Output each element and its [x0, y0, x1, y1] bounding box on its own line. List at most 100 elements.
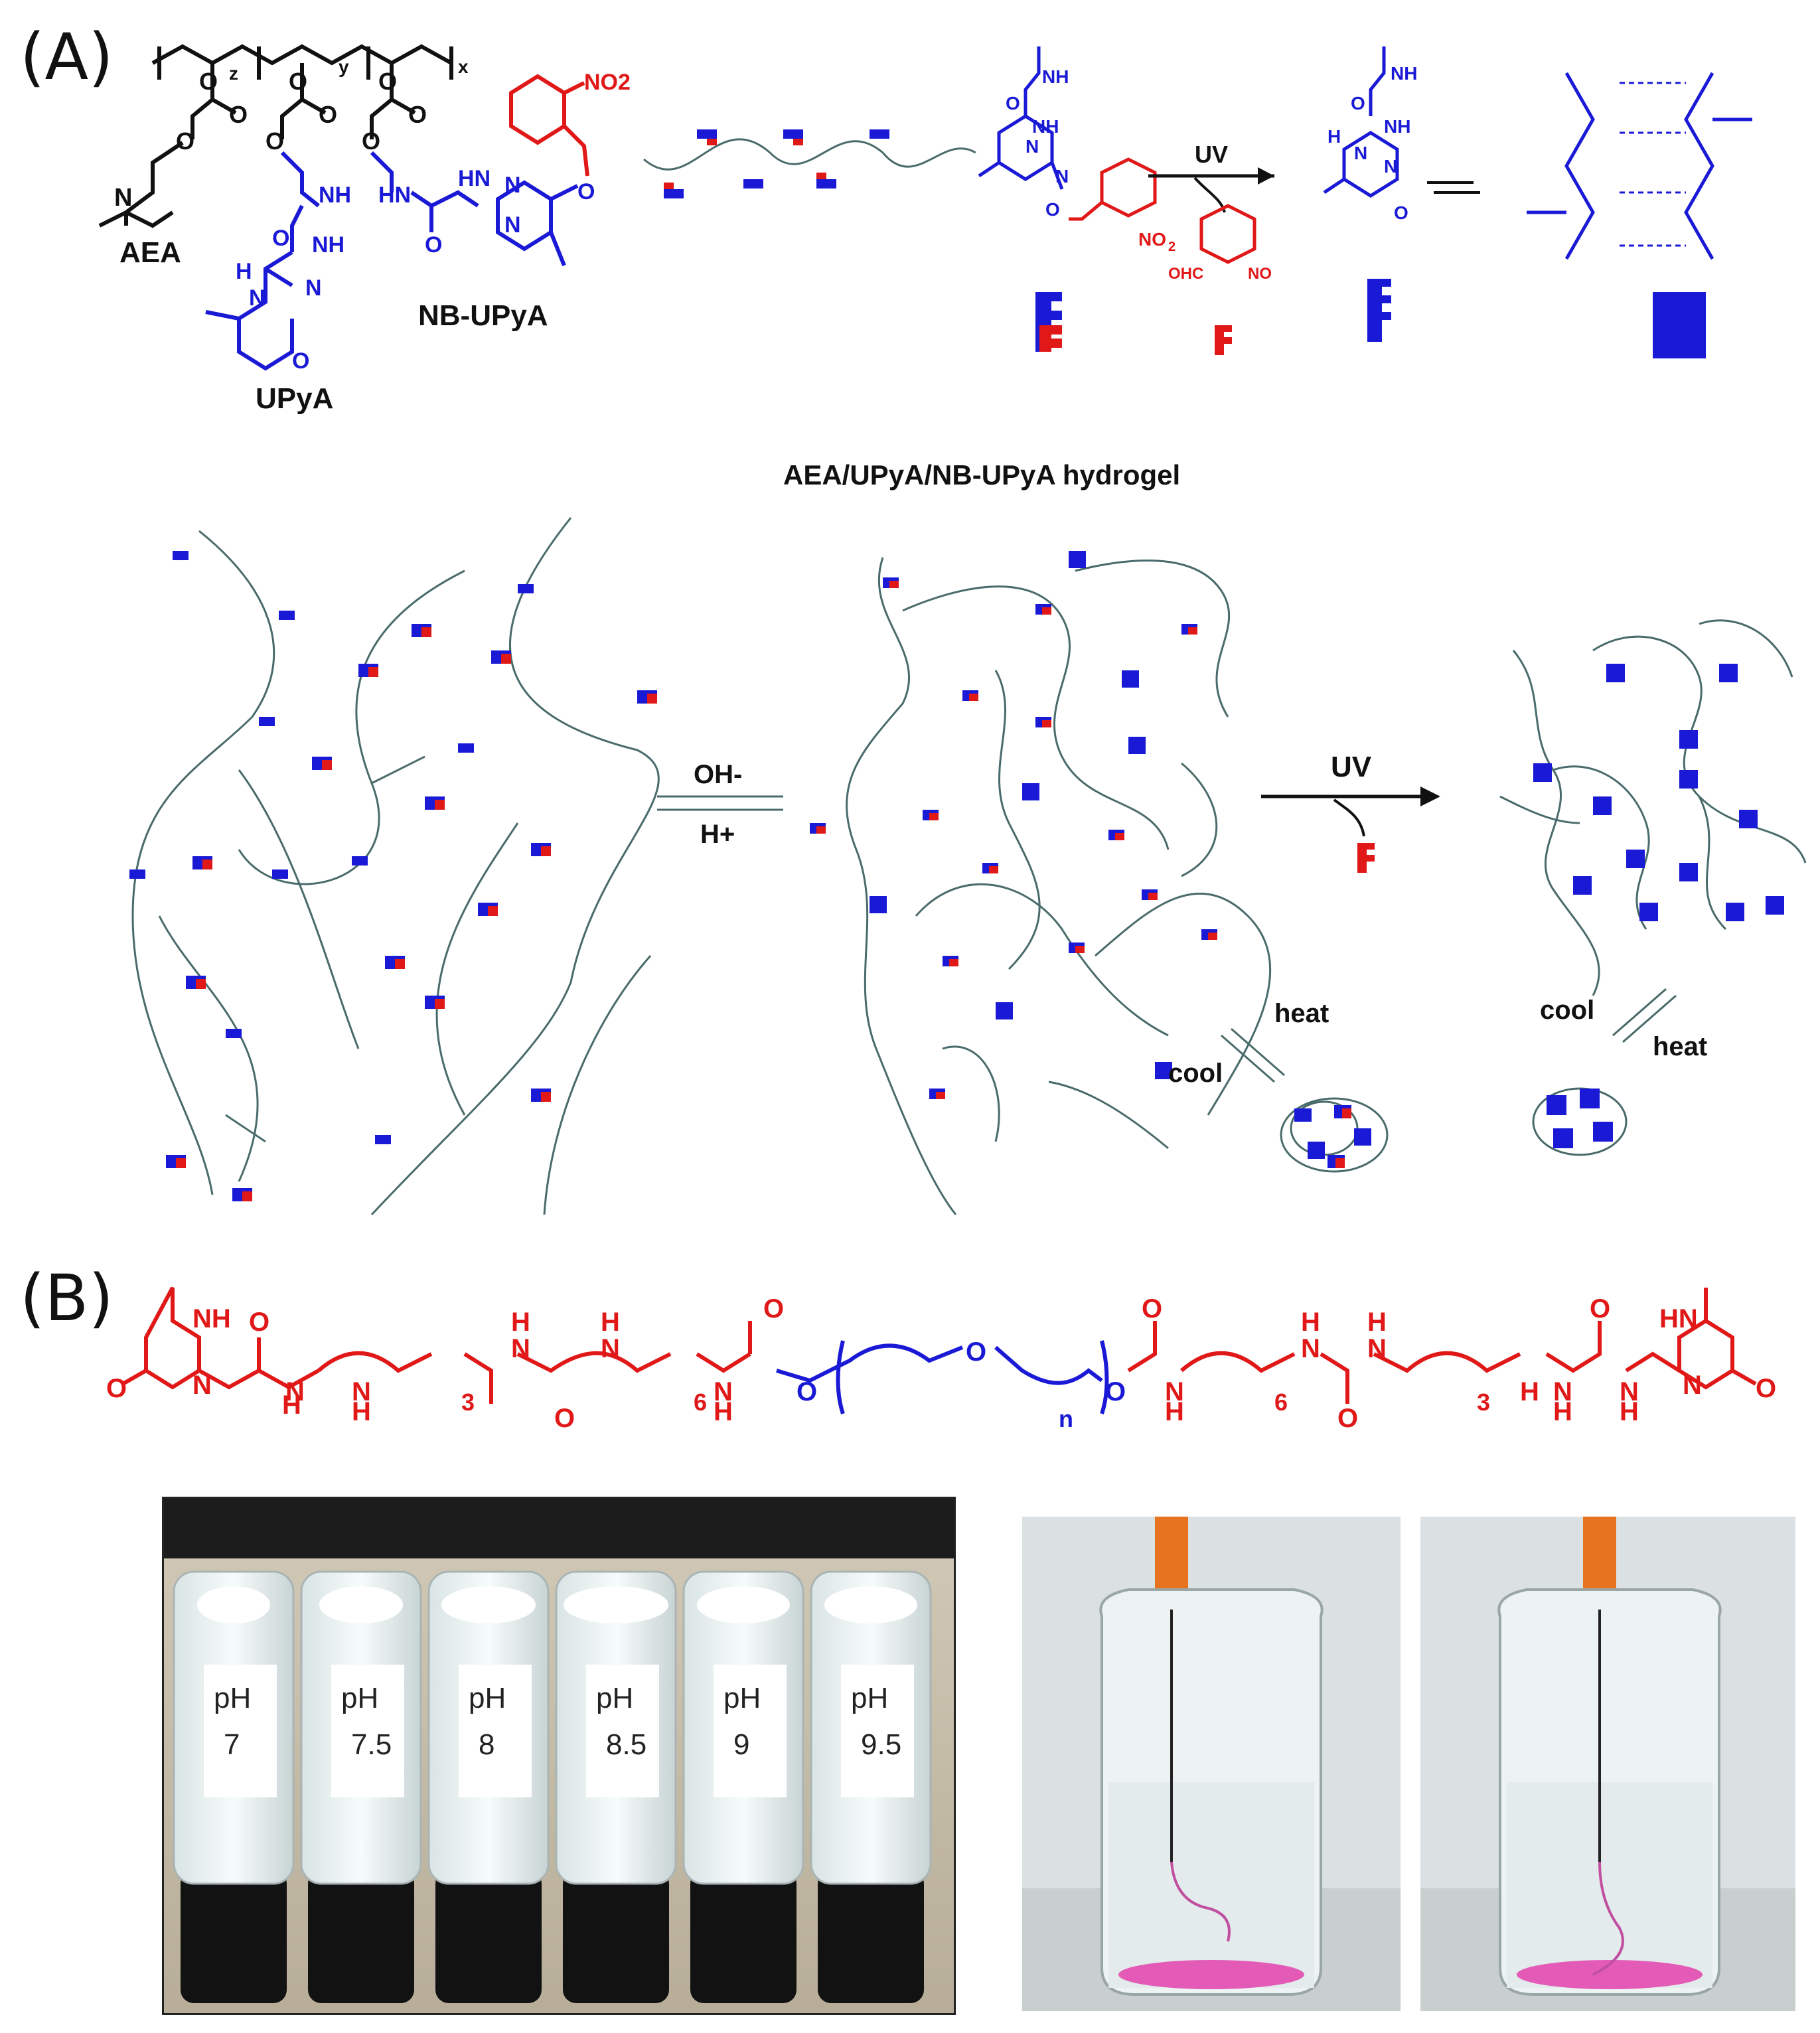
schematic-chain [643, 138, 976, 171]
vial-ph-text: pH [851, 1682, 888, 1714]
injection-right-illustration [1420, 1517, 1795, 2011]
vial-cap [563, 1870, 669, 2003]
vial-label [841, 1665, 914, 1797]
vial-label [331, 1665, 404, 1797]
svg-text:H: H [1620, 1397, 1639, 1426]
hydrogel-title: AEA/UPyA/NB-UPyA hydrogel [783, 459, 1180, 490]
svg-text:N: N [504, 212, 521, 238]
svg-text:O: O [1590, 1294, 1610, 1323]
vial-ph-text: pH [469, 1682, 506, 1714]
svg-text:O: O [408, 101, 427, 128]
svg-text:NH: NH [312, 232, 344, 258]
svg-text:H: H [352, 1397, 371, 1426]
repeat-6-a: 6 [694, 1389, 707, 1416]
repeat-3-a: 3 [461, 1389, 475, 1416]
vial-bubble [197, 1586, 270, 1623]
svg-text:O: O [966, 1337, 986, 1367]
network-loose [131, 517, 660, 1216]
svg-text:NH: NH [1384, 116, 1410, 137]
uv-label-top: UV [1195, 141, 1228, 168]
svg-text:O: O [796, 1377, 817, 1406]
svg-text:N: N [1025, 136, 1039, 157]
hydrogen-bonds [1620, 82, 1686, 247]
heat-label-2: heat [1653, 1032, 1707, 1061]
vial-ph-text: pH [341, 1682, 378, 1714]
polymer-backbone [98, 44, 453, 228]
svg-text:O: O [1045, 199, 1060, 220]
dimer-icon [1653, 292, 1706, 358]
byproduct-icon [1215, 325, 1224, 355]
vial-bubble [319, 1586, 403, 1623]
svg-text:N: N [1367, 1334, 1387, 1363]
svg-text:H: H [714, 1397, 733, 1426]
cool-label-1: cool [1168, 1059, 1223, 1088]
svg-text:HN: HN [1659, 1304, 1698, 1333]
subscript-y: y [339, 56, 349, 77]
svg-text:N: N [305, 275, 322, 301]
svg-text:N: N [1620, 1377, 1639, 1406]
hydrogel-schematic: AEA/UPyA/NB-UPyA hydrogel [129, 459, 1807, 1216]
repeat-6-b: 6 [1274, 1389, 1288, 1416]
vial-1: pH7.5 [300, 1570, 422, 2003]
svg-text:O: O [1142, 1294, 1162, 1323]
oh-label: OH- [694, 760, 742, 789]
vial-0: pH7 [173, 1570, 295, 2003]
vial-ph-value: 9.5 [861, 1728, 901, 1761]
svg-text:O: O [265, 127, 284, 155]
svg-text:O: O [106, 1374, 127, 1403]
svg-text:NH: NH [192, 1304, 231, 1333]
panel-label-a: (A) [20, 20, 114, 94]
svg-text:N: N [285, 1377, 305, 1406]
right-upy-block [1127, 1288, 1757, 1404]
svg-text:O: O [319, 101, 337, 128]
vial-ph-value: 8.5 [606, 1728, 646, 1761]
svg-text:NH: NH [319, 183, 351, 208]
motifs-dense [810, 551, 1217, 1099]
svg-text:N: N [192, 1371, 212, 1400]
vial-cap [181, 1870, 287, 2003]
upy-icon [1367, 279, 1382, 342]
vial-4: pH9 [682, 1570, 804, 2003]
peg-block [776, 1340, 1109, 1414]
upy-product [1323, 46, 1399, 198]
heat-label-1: heat [1274, 999, 1329, 1028]
aea-label: AEA [119, 236, 181, 269]
byproduct-right-label: NO [1248, 265, 1272, 283]
svg-text:O: O [292, 348, 309, 374]
svg-text:H: H [1553, 1397, 1572, 1426]
svg-text:N: N [1683, 1371, 1702, 1400]
nb-upya-structure [370, 151, 579, 267]
svg-text:N: N [249, 285, 265, 311]
left-upy-block [121, 1286, 752, 1404]
svg-text:H: H [282, 1391, 301, 1420]
vial-ph-text: pH [596, 1682, 633, 1714]
byproduct-left-label: OHC [1168, 265, 1203, 283]
svg-text:HN: HN [378, 183, 411, 208]
network-dense [846, 557, 1272, 1215]
ester-o-1-label: O [199, 68, 218, 95]
svg-text:O: O [1756, 1374, 1776, 1403]
vial-bubble [441, 1586, 536, 1623]
nitrobenzyl-group [509, 74, 589, 177]
vial-ph-text: pH [723, 1682, 761, 1714]
motifs-crosslinked [1533, 664, 1784, 921]
svg-text:NH: NH [1391, 63, 1417, 84]
svg-text:2: 2 [1168, 240, 1175, 254]
vial-5: pH 9.5 [810, 1570, 932, 2003]
byproduct-structure [1199, 204, 1256, 264]
syringe-tip-2 [1583, 1517, 1616, 1590]
vial-ph-value: 8 [479, 1728, 494, 1761]
svg-text:H: H [1327, 126, 1341, 147]
svg-text:O: O [1351, 93, 1365, 113]
svg-text:O: O [1006, 93, 1020, 113]
svg-text:O: O [272, 226, 289, 251]
svg-text:N: N [601, 1334, 620, 1363]
svg-text:H: H [1165, 1397, 1184, 1426]
network-crosslinked [1499, 619, 1807, 996]
svg-text:N: N [511, 1334, 530, 1363]
vial-cap [818, 1870, 924, 2003]
schematic-motifs [664, 129, 889, 198]
upya-label: UPyA [256, 382, 333, 415]
collapsed-network-2 [1532, 1087, 1628, 1156]
